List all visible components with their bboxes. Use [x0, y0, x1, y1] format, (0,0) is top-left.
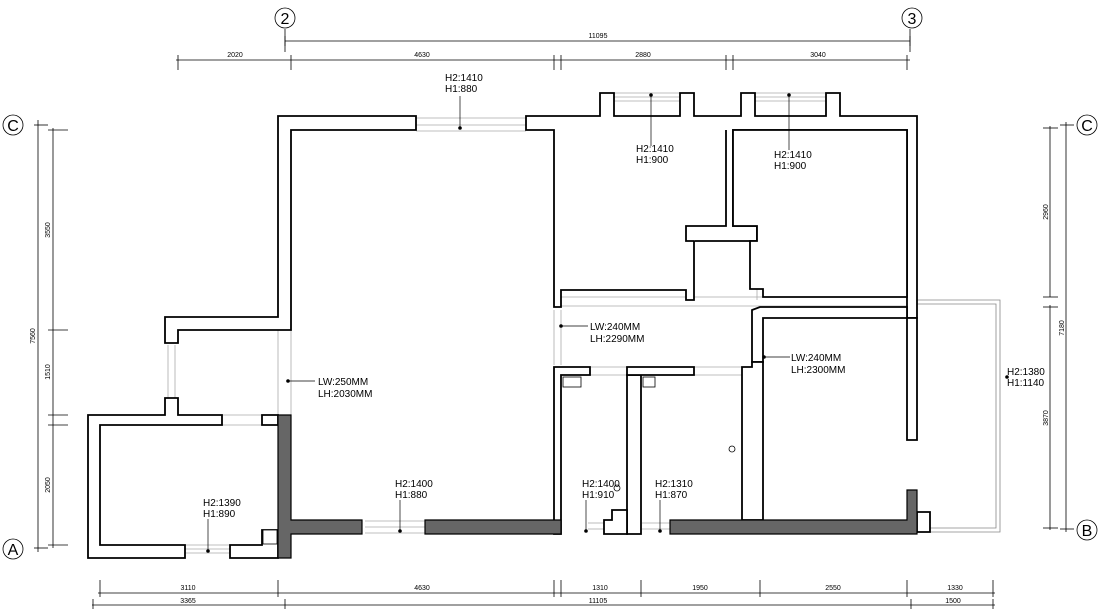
bl-window-h1: H1:890	[203, 509, 236, 520]
bottom-dimension-lines	[92, 580, 995, 609]
wall-shaded-column	[277, 414, 363, 559]
wall-shaded-bottom-mid	[424, 519, 562, 535]
axis-bubble-2: 2	[274, 7, 296, 29]
dim-right-total: 7180	[1059, 320, 1066, 336]
bl-window-h2: H2:1390	[203, 498, 241, 509]
axis-bubble-a: A	[2, 538, 24, 560]
bottom-window-h1: H1:880	[395, 490, 428, 501]
svg-text:C: C	[7, 118, 19, 135]
dim-top-1: 2020	[227, 52, 243, 59]
dim-bottom-4: 1950	[692, 585, 708, 592]
wall-bath-left	[553, 366, 591, 535]
wall-bottom-left-room	[87, 397, 223, 559]
label-leader-lines	[207, 95, 1008, 551]
balcony-h2: H2:1380	[1007, 367, 1045, 378]
wall-bath-mid-top	[626, 366, 695, 376]
bath1-window-h1: H1:910	[582, 490, 615, 501]
wall-upper-left	[164, 115, 417, 344]
top-window-h2: H2:1410	[445, 73, 483, 84]
lw250-height: LH:2030MM	[318, 389, 372, 400]
axis-bubble-c-right: C	[1076, 114, 1098, 136]
wall-shaded-bottom-right	[669, 489, 918, 535]
drain-icon-2	[613, 484, 621, 492]
wall-right-room-top	[751, 306, 918, 441]
dim-left-3: 2050	[45, 477, 52, 493]
balcony-outline	[917, 299, 1001, 533]
dim-bottom-1: 3110	[180, 585, 195, 592]
balcony-h1: H1:1140	[1007, 378, 1045, 389]
dim-bottom-2: 4630	[414, 585, 430, 592]
right-dimension-lines	[1043, 122, 1074, 532]
shaded-walls	[277, 414, 918, 559]
wall-room2-inner	[732, 129, 908, 298]
dim-left-1: 3550	[45, 222, 52, 238]
grid-axis-bubbles: 2 3 C A C B	[2, 7, 1098, 560]
wall-bath-inner	[603, 509, 628, 535]
lw250-width: LW:250MM	[318, 377, 368, 388]
wall-room1-right	[685, 130, 727, 242]
room1-window-h2: H2:1410	[636, 144, 674, 155]
annotations: H2:1410 H1:880 H2:1410 H1:900 H2:1410 H1…	[203, 73, 1045, 520]
bottom-dimension-text: 3110 4630 1310 1950 2550 1330 3365 11105…	[180, 585, 963, 605]
lw240a-width: LW:240MM	[590, 322, 640, 333]
dim-top-total: 11095	[589, 33, 608, 40]
axis-bubble-b: B	[1076, 519, 1098, 541]
dim-left-total: 7560	[30, 328, 37, 344]
dim-bottom-5: 2550	[825, 585, 841, 592]
left-dimension-text: 7560 3550 1510 2050	[30, 222, 52, 493]
bottom-window-h2: H2:1400	[395, 479, 433, 490]
dim-right-1: 2960	[1043, 204, 1050, 220]
dim-bottom-outer-3: 1500	[945, 598, 961, 605]
fixtures	[262, 376, 736, 545]
room2-window-h1: H1:900	[774, 161, 807, 172]
svg-text:3: 3	[908, 11, 917, 28]
lw240b-width: LW:240MM	[791, 353, 841, 364]
drain-icon	[728, 445, 736, 453]
room1-window-h1: H1:900	[636, 155, 669, 166]
dim-left-2: 1510	[45, 364, 52, 380]
right-dimension-text: 2960 3870 7180	[1043, 204, 1066, 426]
axis-bubble-c-left: C	[2, 114, 24, 136]
dim-bottom-outer-1: 3365	[180, 598, 196, 605]
dim-top-2: 4630	[414, 52, 430, 59]
lw240a-height: LH:2290MM	[590, 334, 644, 345]
svg-text:A: A	[8, 542, 19, 559]
dim-bottom-3: 1310	[592, 585, 608, 592]
bath2-window-h1: H1:870	[655, 490, 688, 501]
dim-top-3: 2880	[635, 52, 651, 59]
wall-bath-mid	[626, 374, 642, 535]
wall-left-room-corner	[261, 414, 279, 426]
dim-bottom-6: 1330	[947, 585, 963, 592]
top-dimension-text: 11095 2020 4630 2880 3040	[227, 33, 826, 59]
top-dimension-lines	[176, 29, 911, 70]
room2-window-h2: H2:1410	[774, 150, 812, 161]
bath2-window-h2: H2:1310	[655, 479, 693, 490]
walls	[87, 92, 931, 559]
axis-bubble-3: 3	[901, 7, 923, 29]
dim-right-2: 3870	[1043, 410, 1050, 426]
wall-bottom-right-end	[916, 511, 931, 533]
dim-top-4: 3040	[810, 52, 826, 59]
left-dimension-lines	[34, 120, 68, 552]
svg-text:B: B	[1082, 523, 1093, 540]
top-window-h1: H1:880	[445, 84, 478, 95]
svg-text:2: 2	[281, 11, 290, 28]
dim-bottom-outer-2: 11105	[589, 598, 608, 605]
wall-bath-right	[741, 361, 764, 521]
bath1-window-h2: H2:1400	[582, 479, 620, 490]
lw240b-height: LH:2300MM	[791, 365, 845, 376]
svg-text:C: C	[1081, 118, 1093, 135]
